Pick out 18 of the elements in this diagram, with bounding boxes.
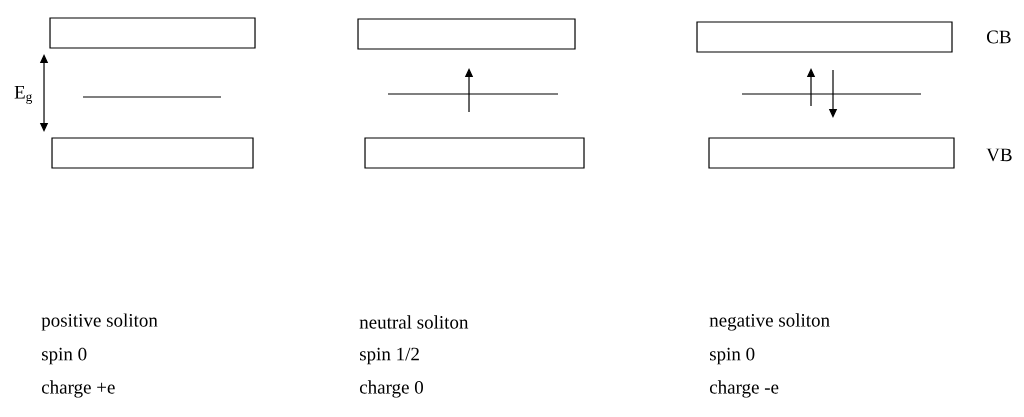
caption-text: neutral soliton [359,315,469,329]
band-box [49,17,256,49]
band-box [364,137,585,169]
gap-label: E$_{g}$ [14,86,33,104]
band-box [696,21,953,53]
band-label: VB [986,148,1012,162]
band-box [51,137,254,169]
band-box [708,137,955,169]
band-box [357,18,576,50]
caption-text: charge -e [709,380,779,398]
caption-text: charge +e [41,380,115,398]
band-label: CB [987,30,1011,44]
caption-text: spin 0 [710,347,755,365]
caption-text: negative soliton [709,313,830,331]
caption-text: spin 0 [42,347,87,365]
caption-text: spin 1/2 [360,347,419,365]
caption-text: charge 0 [359,380,423,398]
caption-text: positive soliton [41,313,158,331]
